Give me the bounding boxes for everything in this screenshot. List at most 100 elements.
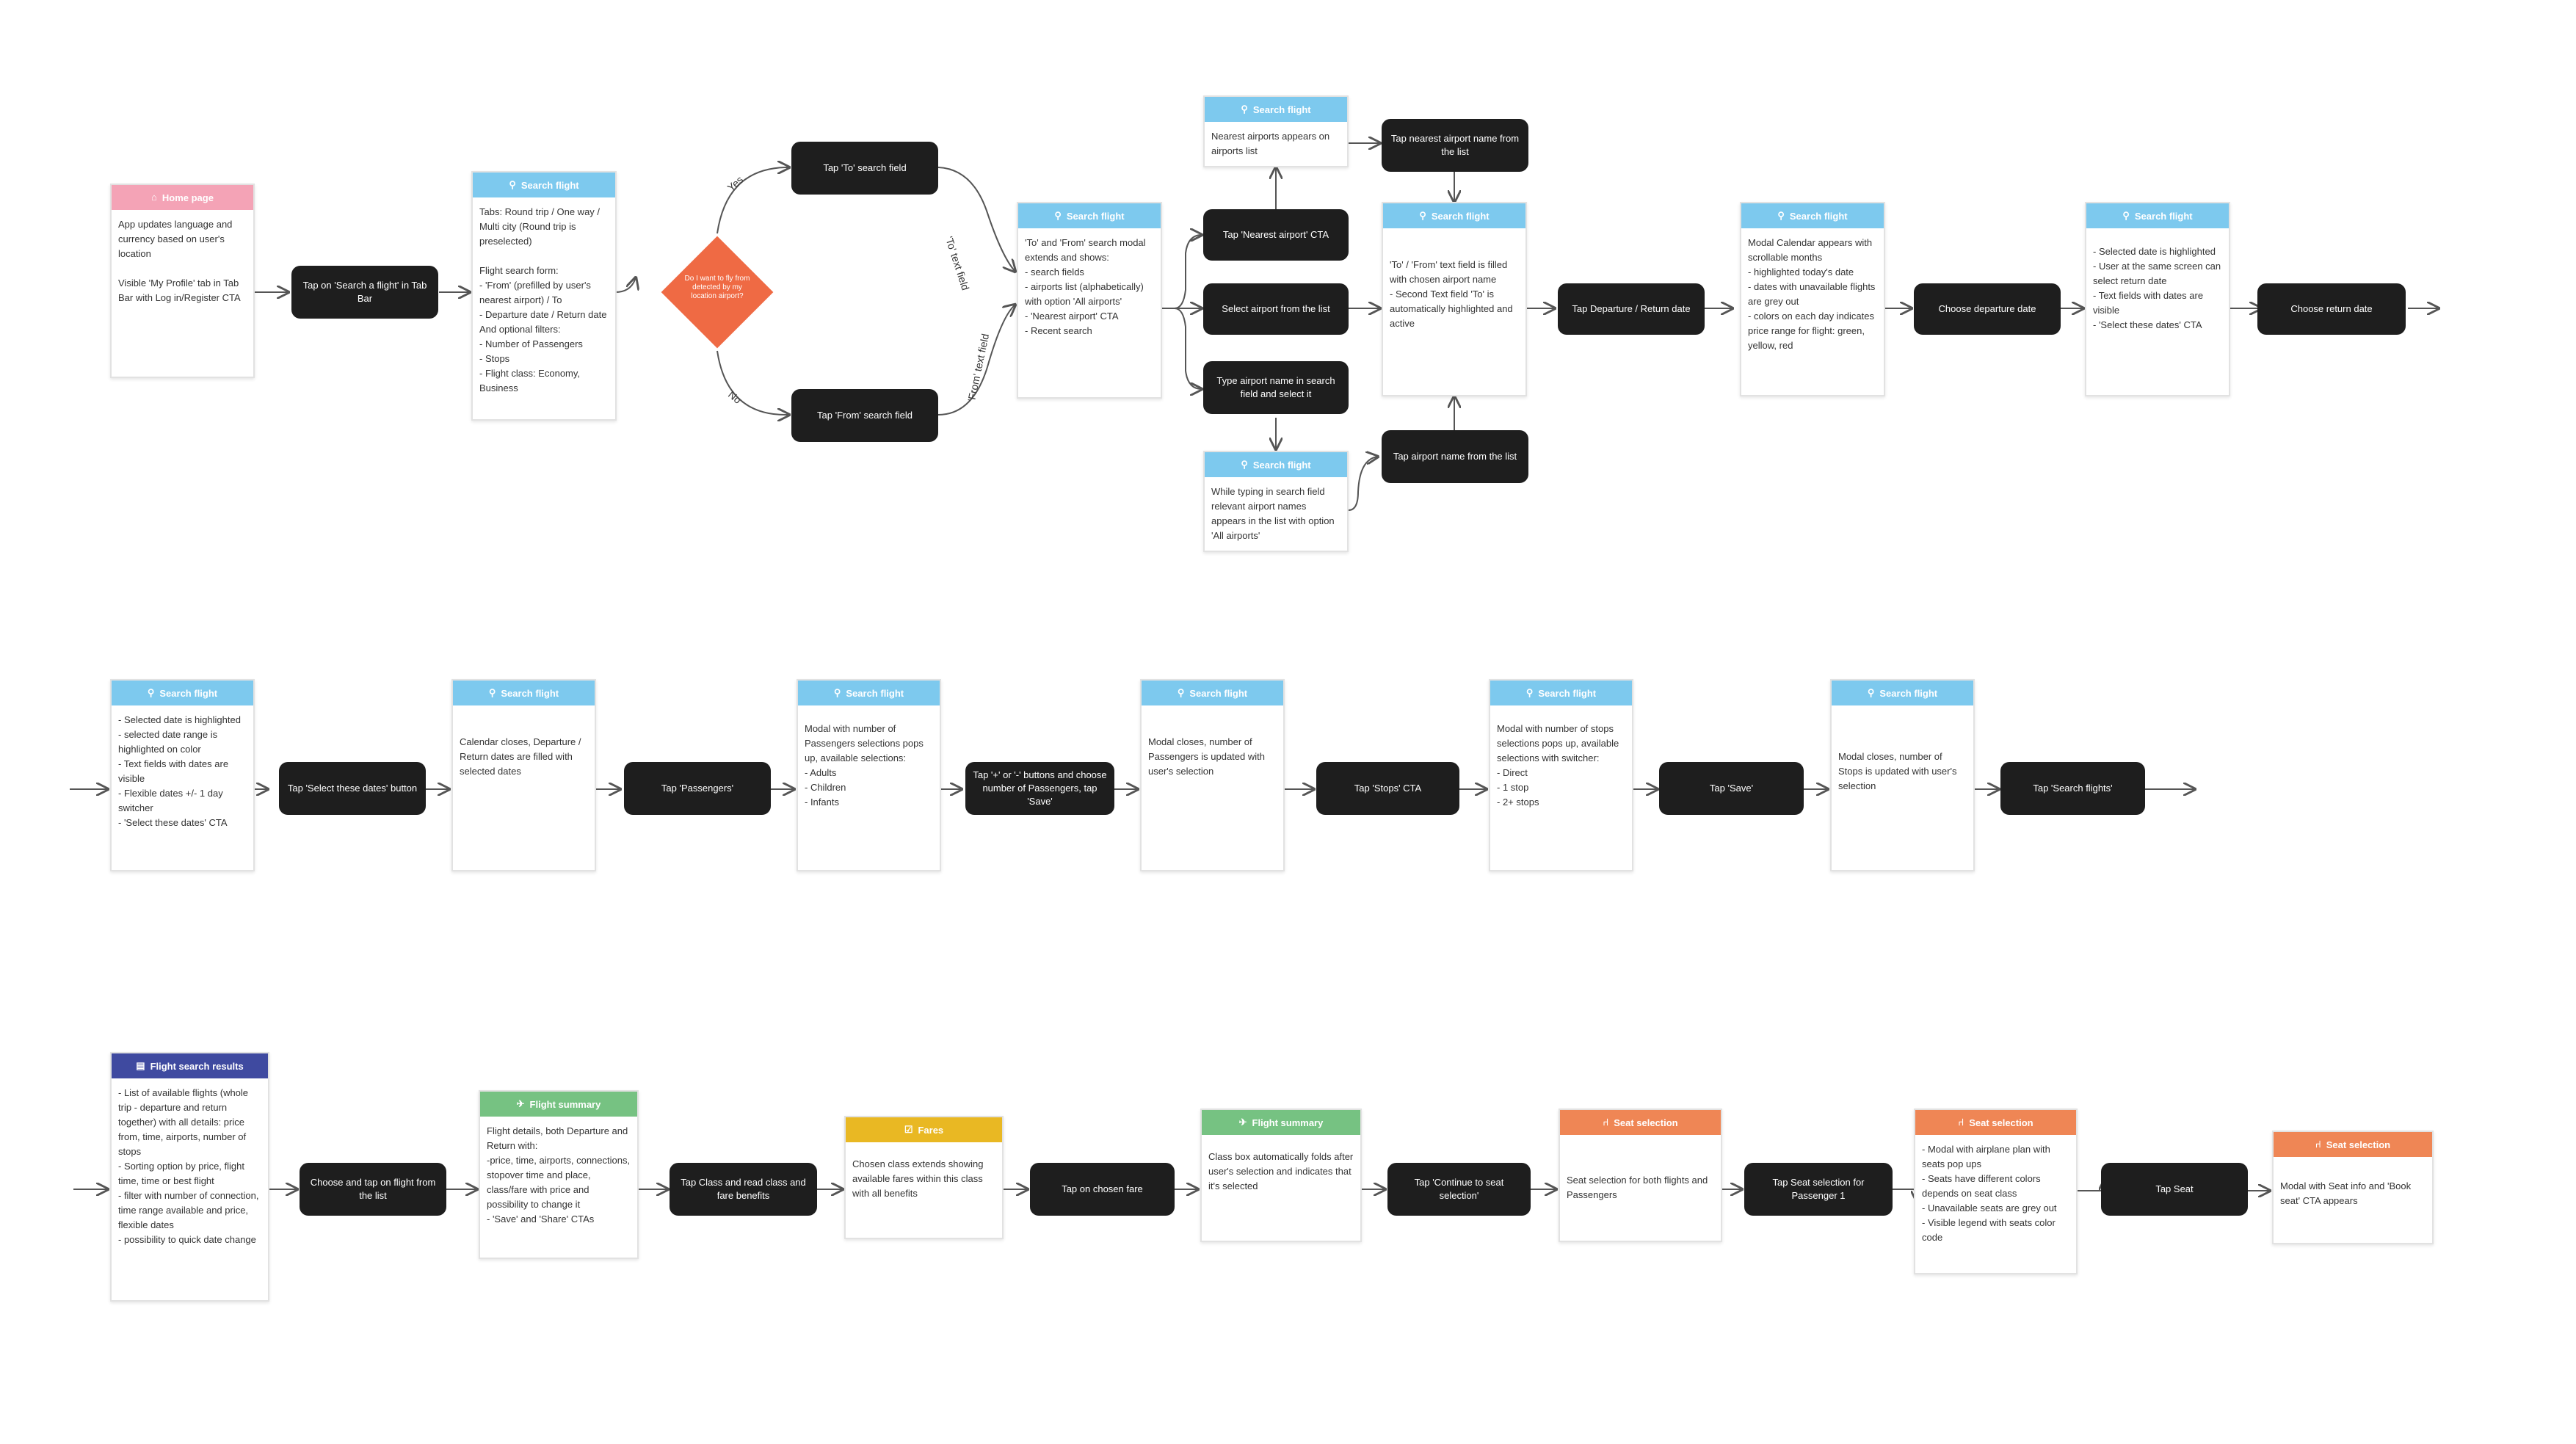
- card-title: Home page: [162, 192, 214, 203]
- tap-departure-return-date-step: Tap Departure / Return date: [1558, 283, 1705, 335]
- tap-search-flights-step: Tap 'Search flights': [2000, 762, 2145, 815]
- card-body: - Selected date is highlighted - selecte…: [118, 714, 241, 828]
- card-title: Search flight: [1431, 210, 1490, 222]
- decision-diamond: Do I want to fly from detected by my loc…: [661, 236, 774, 349]
- card-header: ▤ Flight search results: [112, 1053, 268, 1078]
- card-body: Tabs: Round trip / One way / Multi city …: [479, 206, 607, 393]
- card-title: Search flight: [846, 687, 904, 699]
- tap-to-search-field-step: Tap 'To' search field: [791, 142, 938, 195]
- type-airport-name-step: Type airport name in search field and se…: [1203, 361, 1349, 414]
- card-body: Modal with number of stops selections po…: [1497, 723, 1619, 808]
- tap-search-a-flight-step: Tap on 'Search a flight' in Tab Bar: [291, 266, 438, 319]
- modal-calendar-card: ⚲ Search flight Modal Calendar appears w…: [1740, 202, 1885, 396]
- card-body: Modal closes, number of Stops is updated…: [1838, 751, 1957, 791]
- tap-seat-selection-step: Tap Seat selection for Passenger 1: [1744, 1163, 1893, 1216]
- airplane-icon: ✈: [516, 1098, 525, 1109]
- seat-icon: ⑁: [1958, 1117, 1964, 1128]
- tap-class-step: Tap Class and read class and fare benefi…: [670, 1163, 817, 1216]
- card-header: ⚲ Search flight: [1832, 681, 1973, 705]
- airplane-icon: ✈: [1238, 1117, 1247, 1128]
- selected-date-card: ⚲ Search flight - Selected date is highl…: [2085, 202, 2230, 396]
- magnifier-icon: ⚲: [1867, 687, 1875, 698]
- card-header: ☑ Fares: [846, 1117, 1002, 1142]
- seat-icon: ⑁: [2315, 1139, 2321, 1150]
- card-body: Modal with number of Passengers selectio…: [805, 723, 924, 808]
- card-header: ✈ Flight summary: [1202, 1110, 1360, 1135]
- tap-stops-step: Tap 'Stops' CTA: [1316, 762, 1459, 815]
- magnifier-icon: ⚲: [2122, 210, 2130, 221]
- tap-save-step: Tap 'Save': [1659, 762, 1804, 815]
- search-modal-card: ⚲ Search flight 'To' and 'From' search m…: [1017, 202, 1162, 399]
- card-body: Modal closes, number of Passengers is up…: [1148, 736, 1265, 777]
- stops-modal-card: ⚲ Search flight Modal with number of sto…: [1489, 679, 1633, 871]
- card-body: Modal Calendar appears with scrollable m…: [1748, 237, 1876, 351]
- checkbox-icon: ☑: [904, 1124, 913, 1135]
- nearest-airports-card: ⚲ Search flight Nearest airports appears…: [1203, 95, 1349, 167]
- card-header: ⚲ Search flight: [453, 681, 595, 705]
- card-header: ⚲ Search flight: [112, 681, 253, 705]
- magnifier-icon: ⚲: [147, 687, 155, 698]
- magnifier-icon: ⚲: [1054, 210, 1062, 221]
- card-body: - List of available flights (whole trip …: [118, 1087, 259, 1245]
- card-header: ⚲ Search flight: [1383, 203, 1525, 228]
- tap-chosen-fare-step: Tap on chosen fare: [1030, 1163, 1175, 1216]
- magnifier-icon: ⚲: [1241, 104, 1248, 115]
- calendar-closes-card: ⚲ Search flight Calendar closes, Departu…: [451, 679, 596, 871]
- tap-passengers-step: Tap 'Passengers': [624, 762, 771, 815]
- fares-card: ☑ Fares Chosen class extends showing ava…: [844, 1116, 1004, 1239]
- tap-nearest-airport-cta-step: Tap 'Nearest airport' CTA: [1203, 209, 1349, 261]
- card-title: Seat selection: [1969, 1117, 2033, 1128]
- card-title: Flight search results: [150, 1060, 244, 1072]
- magnifier-icon: ⚲: [509, 179, 516, 190]
- choose-departure-date-step: Choose departure date: [1914, 283, 2061, 335]
- magnifier-icon: ⚲: [1777, 210, 1785, 221]
- card-body: App updates language and currency based …: [118, 219, 241, 303]
- stops-updated-card: ⚲ Search flight Modal closes, number of …: [1830, 679, 1975, 871]
- flight-summary-folded-card: ✈ Flight summary Class box automatically…: [1200, 1109, 1362, 1242]
- card-header: ⚲ Search flight: [473, 173, 615, 197]
- magnifier-icon: ⚲: [1525, 687, 1534, 698]
- tap-select-these-dates-step: Tap 'Select these dates' button: [279, 762, 426, 815]
- card-body: - Modal with airplane plan with seats po…: [1922, 1144, 2057, 1243]
- card-title: Search flight: [1789, 210, 1848, 222]
- card-title: Search flight: [501, 687, 559, 699]
- card-body: Modal with Seat info and 'Book seat' CTA…: [2280, 1180, 2412, 1206]
- card-title: Search flight: [1538, 687, 1597, 699]
- decision-text: Do I want to fly from detected by my loc…: [684, 275, 750, 300]
- tap-plus-minus-step: Tap '+' or '-' buttons and choose number…: [965, 762, 1114, 815]
- card-title: Seat selection: [2326, 1139, 2391, 1150]
- card-title: Search flight: [520, 179, 579, 191]
- tap-seat-step: Tap Seat: [2101, 1163, 2248, 1216]
- passengers-modal-card: ⚲ Search flight Modal with number of Pas…: [797, 679, 941, 871]
- card-title: Search flight: [159, 687, 218, 699]
- choose-return-date-step: Choose return date: [2257, 283, 2406, 335]
- card-header: ⌂ Home page: [112, 185, 253, 210]
- card-body: 'To' / 'From' text field is filled with …: [1390, 259, 1513, 329]
- card-title: Search flight: [1066, 210, 1125, 222]
- card-header: ⚲ Search flight: [1205, 452, 1347, 477]
- card-header: ⚲ Search flight: [1018, 203, 1161, 228]
- card-title: Fares: [918, 1124, 944, 1136]
- flight-summary-card: ✈ Flight summary Flight details, both De…: [479, 1090, 639, 1259]
- flight-search-form-card: ⚲ Search flight Tabs: Round trip / One w…: [471, 171, 617, 421]
- select-airport-from-list-step: Select airport from the list: [1203, 283, 1349, 335]
- tap-continue-step: Tap 'Continue to seat selection': [1387, 1163, 1531, 1216]
- card-title: Search flight: [2134, 210, 2193, 222]
- magnifier-icon: ⚲: [1177, 687, 1185, 698]
- magnifier-icon: ⚲: [1419, 210, 1426, 221]
- house-icon: ⌂: [151, 192, 157, 203]
- card-header: ⚲ Search flight: [1142, 681, 1283, 705]
- card-header: ⑁ Seat selection: [1915, 1110, 2076, 1135]
- card-header: ⑁ Seat selection: [1560, 1110, 1721, 1135]
- magnifier-icon: ⚲: [833, 687, 841, 698]
- card-body: Class box automatically folds after user…: [1208, 1151, 1354, 1191]
- tap-nearest-airport-name-step: Tap nearest airport name from the list: [1382, 119, 1528, 172]
- clipboard-icon: ▤: [136, 1060, 145, 1071]
- card-body: Flight details, both Departure and Retur…: [487, 1125, 631, 1225]
- card-title: Search flight: [1879, 687, 1938, 699]
- card-header: ⚲ Search flight: [2086, 203, 2229, 228]
- card-title: Flight summary: [1252, 1117, 1324, 1128]
- seat-selection-card: ⑁ Seat selection Seat selection for both…: [1559, 1109, 1722, 1242]
- card-header: ⚲ Search flight: [1741, 203, 1884, 228]
- card-body: 'To' and 'From' search modal extends and…: [1025, 237, 1146, 336]
